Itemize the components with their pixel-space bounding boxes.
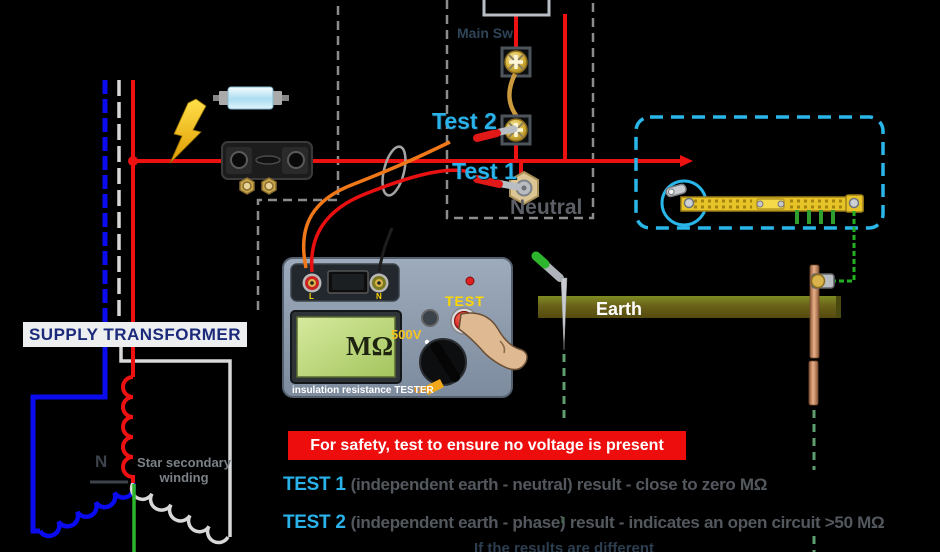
rotary-knob[interactable] bbox=[419, 338, 467, 396]
test-probe-1 bbox=[473, 175, 522, 191]
test1-result-tag: TEST 1 bbox=[283, 474, 346, 495]
test-button-label: TEST bbox=[445, 293, 485, 309]
removed-link-icon bbox=[665, 183, 687, 198]
terminal-l-label: L bbox=[309, 292, 314, 301]
phase-arrow-tip bbox=[680, 155, 693, 167]
supply-transformer-label: SUPPLY TRANSFORMER bbox=[23, 322, 247, 347]
earthing-conductor-green bbox=[835, 211, 856, 283]
fuse-carrier bbox=[221, 141, 313, 180]
neutral-hex-terminal bbox=[509, 170, 539, 206]
main-switch-terminal-top bbox=[500, 46, 532, 78]
terminal-n-label: N bbox=[376, 292, 382, 301]
test-probe-2 bbox=[473, 125, 518, 142]
incoming-device-outline bbox=[482, 0, 551, 17]
open-switch-blade bbox=[507, 72, 520, 120]
star-winding-line1: Star secondary bbox=[137, 455, 231, 470]
safety-banner: For safety, test to ensure no voltage is… bbox=[288, 431, 686, 460]
earth-ground-strip bbox=[538, 296, 841, 318]
test2-point-label: Test 2 bbox=[432, 108, 497, 134]
safety-banner-text: For safety, test to ensure no voltage is… bbox=[310, 436, 664, 454]
conductor-loop-marker bbox=[381, 145, 407, 197]
footnote-text: If the results are different bbox=[474, 540, 655, 552]
test1-result-note: TEST 1(independent earth - neutral) resu… bbox=[283, 475, 767, 494]
earth-bar-highlight-box bbox=[634, 115, 885, 230]
tester-terminal-n bbox=[369, 273, 389, 293]
test2-result-tag: TEST 2 bbox=[283, 512, 346, 533]
earth-terminal-bar bbox=[680, 194, 864, 224]
tester-name-label: insulation resistance TESTER bbox=[292, 385, 434, 396]
supply-grey-wire bbox=[117, 80, 232, 545]
test1-result-text: (independent earth - neutral) result - c… bbox=[350, 475, 768, 494]
tester-led bbox=[465, 276, 475, 286]
test-lead-red bbox=[309, 168, 471, 273]
supply-neutral-blue-wire bbox=[30, 80, 137, 539]
lcd-reading: MΩ bbox=[346, 331, 394, 361]
phase-red-wire bbox=[121, 14, 683, 483]
tester-terminal-l bbox=[302, 273, 322, 293]
phase-junction-dot bbox=[128, 156, 138, 166]
ground-strip-end bbox=[836, 296, 841, 318]
fingernail-line bbox=[499, 340, 506, 354]
off-label: OFF bbox=[414, 385, 434, 396]
test-lead-orange bbox=[301, 140, 451, 269]
neutral-star-point-label: N bbox=[95, 452, 108, 471]
voltage-range-label: 500V bbox=[391, 327, 422, 342]
earth-bar-green-tails bbox=[795, 210, 835, 224]
test1-point-label: Test 1 bbox=[452, 158, 517, 184]
test2-result-text: (independent earth - phase) result - ind… bbox=[350, 513, 885, 532]
insulation-resistance-tester bbox=[282, 257, 513, 398]
cartridge-fuse bbox=[213, 86, 289, 110]
copper-earth-rod bbox=[808, 264, 835, 406]
tester-indicator-button bbox=[421, 309, 439, 327]
neutral-terminal-label: Neutral bbox=[510, 196, 583, 219]
test2-result-note: TEST 2(independent earth - phase) result… bbox=[283, 512, 885, 533]
star-winding-line2: winding bbox=[159, 470, 209, 485]
lightning-bolt-icon bbox=[169, 98, 207, 164]
n-terminal-lead bbox=[377, 227, 394, 273]
consumer-unit-dashed-outline bbox=[256, 0, 595, 310]
brass-nuts bbox=[239, 177, 277, 195]
dial-marker-dot bbox=[424, 339, 430, 345]
finger-pressing-test bbox=[458, 312, 528, 371]
independent-earth-spike bbox=[531, 251, 568, 351]
star-winding-label: Star secondary winding bbox=[134, 455, 234, 485]
main-switch-label: Main Sw bbox=[457, 25, 514, 41]
earth-label: Earth bbox=[596, 299, 643, 319]
